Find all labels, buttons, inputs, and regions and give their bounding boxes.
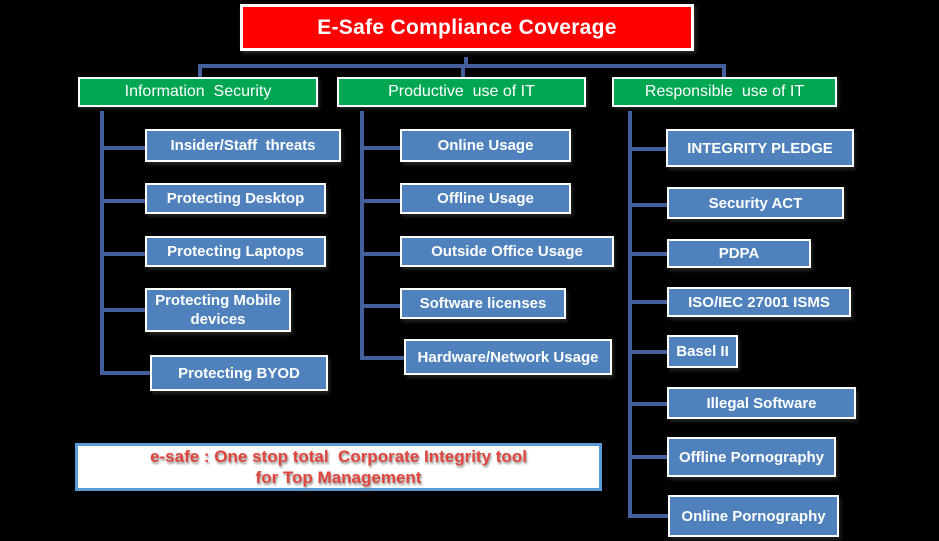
note-line-2: for Top Management (255, 468, 422, 487)
node-online-usage: Online Usage (400, 129, 571, 162)
branch-header-information-security: Information Security (78, 77, 318, 107)
node-insider-staff-threats: Insider/Staff threats (145, 129, 341, 162)
branch-header-responsible-use-of-it: Responsible use of IT (612, 77, 837, 107)
node-protecting-byod: Protecting BYOD (150, 355, 328, 391)
node-protecting-desktop: Protecting Desktop (145, 183, 326, 214)
connector-middle-stub-1 (360, 146, 401, 150)
connector-right-stub-5 (628, 350, 668, 354)
connector-left-stub-2 (100, 199, 146, 203)
node-basel-ii: Basel II (667, 335, 738, 368)
connector-left-vertical (100, 111, 104, 375)
branch-header-productive-use-of-it: Productive use of IT (337, 77, 586, 107)
node-software-licenses: Software licenses (400, 288, 566, 319)
connector-branch1-stub (198, 68, 202, 77)
node-protecting-laptops: Protecting Laptops (145, 236, 326, 267)
connector-right-stub-2 (628, 203, 668, 207)
node-online-pornography: Online Pornography (668, 495, 839, 537)
note-line-1: e-safe : One stop total Corporate Integr… (150, 447, 527, 466)
connector-top-horizontal (198, 64, 726, 68)
connector-right-stub-8 (628, 514, 669, 518)
node-protecting-mobile-devices: Protecting Mobile devices (145, 288, 291, 332)
note-box: e-safe : One stop total Corporate Integr… (75, 443, 602, 491)
connector-middle-stub-5 (360, 356, 405, 360)
connector-right-vertical (628, 111, 632, 518)
connector-right-stub-3 (628, 252, 668, 256)
connector-branch3-stub (722, 68, 726, 77)
connector-middle-stub-3 (360, 252, 401, 256)
connector-left-stub-1 (100, 146, 146, 150)
connector-right-stub-6 (628, 402, 668, 406)
node-integrity-pledge: INTEGRITY PLEDGE (666, 129, 854, 167)
connector-middle-stub-4 (360, 304, 401, 308)
connector-left-stub-3 (100, 252, 146, 256)
node-iso-iec-27001-isms: ISO/IEC 27001 ISMS (667, 287, 851, 317)
diagram-title: E-Safe Compliance Coverage (240, 4, 694, 51)
node-security-act: Security ACT (667, 187, 844, 219)
node-pdpa: PDPA (667, 239, 811, 268)
node-hardware-network-usage: Hardware/Network Usage (404, 339, 612, 375)
node-offline-usage: Offline Usage (400, 183, 571, 214)
connector-right-stub-4 (628, 300, 668, 304)
node-outside-office-usage: Outside Office Usage (400, 236, 614, 267)
connector-left-stub-4 (100, 308, 146, 312)
connector-left-stub-5 (100, 371, 152, 375)
node-offline-pornography: Offline Pornography (667, 437, 836, 477)
connector-middle-stub-2 (360, 199, 401, 203)
connector-right-stub-1 (628, 147, 668, 151)
node-illegal-software: Illegal Software (667, 387, 856, 419)
connector-middle-vertical (360, 111, 364, 360)
connector-branch2-stub (461, 68, 465, 77)
connector-root-stub (464, 57, 468, 64)
connector-right-stub-7 (628, 455, 668, 459)
